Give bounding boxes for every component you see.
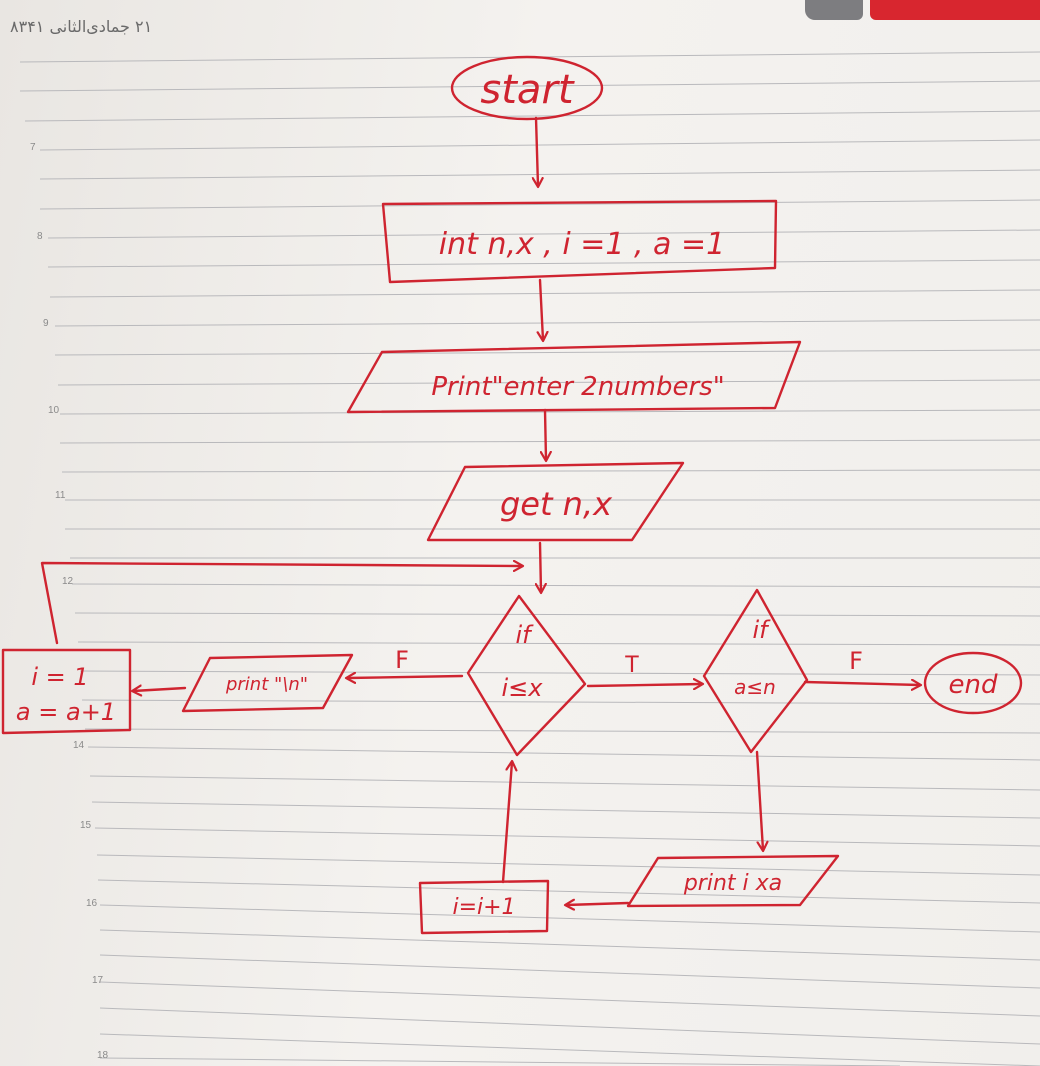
line-number: 11 xyxy=(55,490,66,501)
hijri-date-header: ۱۲ جمادی‌الثانی ۱۴۳۸ xyxy=(10,17,153,36)
line-number: 18 xyxy=(97,1050,109,1061)
declare-box xyxy=(381,199,778,284)
arrow-start-to-declare xyxy=(536,116,538,186)
line-number: 10 xyxy=(48,405,60,416)
arrow-cond1-true xyxy=(586,684,702,686)
edge-label-cond1-true: T xyxy=(624,653,639,678)
loop-back-line xyxy=(40,563,522,645)
cond2-diamond xyxy=(702,588,809,754)
get-input-parallelogram xyxy=(426,461,685,542)
print-prompt-parallelogram xyxy=(346,340,802,414)
page-tab-red xyxy=(870,0,1040,20)
line-number: 17 xyxy=(92,975,104,986)
cond1-line2: i≤x xyxy=(502,674,544,702)
line-number: 7 xyxy=(30,142,36,153)
end-terminal xyxy=(923,651,1023,715)
reset-line2: a = a+1 xyxy=(16,698,116,726)
arrow-product-to-increment xyxy=(566,903,630,905)
line-number: 15 xyxy=(80,820,92,831)
cond1-diamond xyxy=(466,594,587,757)
line-number: 14 xyxy=(73,740,85,751)
arrow-printnl-to-reset xyxy=(133,688,187,691)
reset-box xyxy=(1,648,132,735)
line-number: 16 xyxy=(86,898,98,909)
print-product-label: print i xa xyxy=(683,871,782,896)
end-label: end xyxy=(949,670,998,700)
start-label: start xyxy=(480,67,574,113)
reset-line1: i = 1 xyxy=(31,663,88,691)
edge-label-cond1-false: F xyxy=(395,646,409,674)
arrow-declare-to-print xyxy=(540,278,543,340)
arrow-get-to-cond1 xyxy=(540,541,541,592)
arrow-print-to-get xyxy=(545,408,546,460)
arrow-increment-to-cond1 xyxy=(501,762,512,884)
print-newline-parallelogram xyxy=(181,653,354,713)
arrow-cond2-false xyxy=(803,682,920,685)
arrow-cond1-false xyxy=(347,676,464,678)
increment-box xyxy=(418,879,550,935)
page-tab-gray xyxy=(805,0,863,20)
edge-label-cond2-false: F xyxy=(849,647,863,675)
print-prompt-label: Print"enter 2numbers" xyxy=(431,372,724,402)
print-newline-label: print "\n" xyxy=(225,674,308,695)
line-number: 9 xyxy=(43,318,49,329)
arrow-cond2-to-product xyxy=(755,750,763,850)
get-input-label: get n,x xyxy=(500,485,613,523)
cond1-line1: if xyxy=(515,621,534,649)
increment-label: i=i+1 xyxy=(452,895,515,920)
print-product-parallelogram xyxy=(626,854,840,908)
line-number: 12 xyxy=(62,576,74,587)
start-terminal xyxy=(450,55,604,121)
declare-label: int n,x , i =1 , a =1 xyxy=(439,227,725,262)
cond2-line1: if xyxy=(752,616,771,644)
cond2-line2: a≤n xyxy=(734,675,776,699)
line-number: 8 xyxy=(37,231,43,242)
